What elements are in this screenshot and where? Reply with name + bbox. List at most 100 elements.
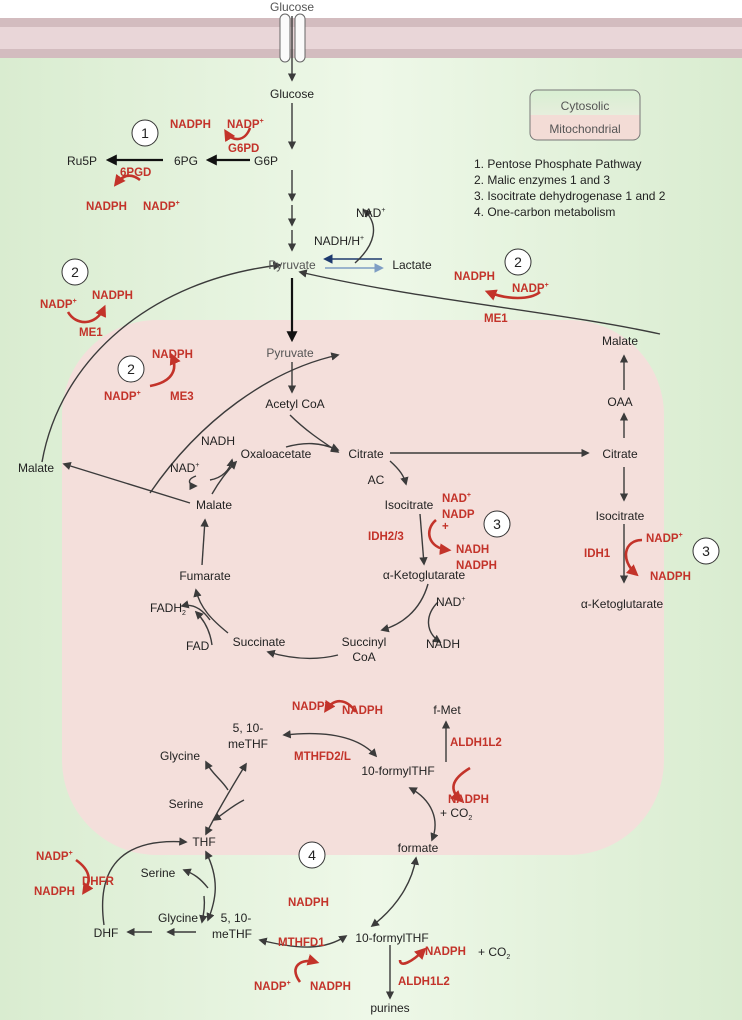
glucose-outside-label: Glucose (270, 0, 314, 14)
svg-text:3: 3 (493, 516, 501, 532)
nadp-me3: NADP+ (104, 390, 141, 403)
nadph-aldh-mito: NADPH (448, 794, 489, 806)
succinyl-coa-label-1: Succinyl (342, 635, 387, 649)
thf-label: THF (192, 835, 215, 849)
methf-cyto-label-1: 5, 10- (221, 911, 252, 925)
mitochondrion (62, 320, 664, 855)
nadph-mthfd1: NADPH (288, 897, 329, 909)
formylthf-cyto-label: 10-formylTHF (355, 931, 428, 945)
ac-label: AC (368, 473, 385, 487)
methf-mito-label-2: meTHF (228, 737, 268, 751)
svg-text:3: 3 (702, 543, 710, 559)
fumarate-label: Fumarate (179, 569, 231, 583)
nadh-h-label: NADH/H+ (314, 234, 364, 248)
mthfd2l-enzyme: MTHFD2/L (294, 751, 351, 763)
glycine-mito-label: Glycine (160, 749, 200, 763)
methf-mito-label-1: 5, 10- (233, 721, 264, 735)
legend-item-3: 3. Isocitrate dehydrogenase 1 and 2 (474, 189, 666, 203)
nadh-akg-label: NADH (426, 637, 460, 651)
citrate-right-label: Citrate (602, 447, 638, 461)
isocitrate-label: Isocitrate (385, 498, 434, 512)
dhfr-enzyme: DHFR (82, 876, 115, 888)
ru5p-label: Ru5P (67, 154, 97, 168)
nad-akg-label: NAD+ (436, 595, 465, 609)
nadph-mthfd1-bottom: NADPH (310, 981, 351, 993)
fad-label: FAD (186, 639, 210, 653)
me1-left-enzyme: ME1 (79, 327, 103, 339)
serine-cyto-label: Serine (141, 866, 176, 880)
methf-cyto-label-2: meTHF (212, 927, 252, 941)
nadp-idh-mito-plus: + (442, 521, 449, 533)
formate-label: formate (398, 841, 439, 855)
nadph-dhfr: NADPH (34, 886, 75, 898)
me3-enzyme: ME3 (170, 391, 194, 403)
legend-box (529, 89, 641, 141)
nadp-me1-left: NADP+ (40, 298, 77, 311)
svg-text:2: 2 (71, 264, 79, 280)
idh23-enzyme: IDH2/3 (368, 531, 404, 543)
pyruvate-label: Pyruvate (268, 258, 316, 272)
malate-right-label: Malate (602, 334, 638, 348)
marker-circle-4: 4 (298, 841, 326, 869)
svg-text:2: 2 (514, 254, 522, 270)
legend-mitochondrial: Mitochondrial (549, 122, 620, 136)
nadph-ppp-bottom: NADPH (86, 201, 127, 213)
6pgd-enzyme: 6PGD (120, 167, 151, 179)
legend-item-2: 2. Malic enzymes 1 and 3 (474, 173, 610, 187)
nad-idh-mito: NAD+ (442, 492, 471, 505)
nadp-idh-mito: NADP (442, 509, 475, 521)
marker-circle-3-mito: 3 (483, 510, 511, 538)
nadph-idh1: NADPH (650, 571, 691, 583)
nadp-mthfd2l: NADP+ (292, 700, 329, 713)
malate-mito-label: Malate (196, 498, 232, 512)
nadh-tca-label: NADH (201, 434, 235, 448)
g6p-label: G6P (254, 154, 278, 168)
nadp-mthfd1: NADP+ (254, 980, 291, 993)
nadph-mthfd2l: NADPH (342, 705, 383, 717)
g6pd-enzyme: G6PD (228, 143, 259, 155)
nadph-me3: NADPH (152, 349, 193, 361)
succinate-label: Succinate (233, 635, 286, 649)
svg-text:2: 2 (127, 361, 135, 377)
me1-right-enzyme: ME1 (484, 313, 508, 325)
glycine-cyto-label: Glycine (158, 911, 198, 925)
lactate-label: Lactate (392, 258, 432, 272)
co2-mito-label: + CO2 (440, 806, 472, 822)
marker-circle-2-left: 2 (61, 258, 89, 286)
aldh1l2-cyto-enzyme: ALDH1L2 (398, 976, 450, 988)
akg-label: α-Ketoglutarate (383, 568, 466, 582)
marker-circle-3-cyto: 3 (692, 537, 720, 565)
marker-circle-2-right: 2 (504, 248, 532, 276)
malate-left-label: Malate (18, 461, 54, 475)
nadph-ppp-top: NADPH (170, 119, 211, 131)
nadph-me1-left: NADPH (92, 290, 133, 302)
nadph-me1-right: NADPH (454, 271, 495, 283)
nadp-me1-right: NADP+ (512, 282, 549, 295)
6pg-label: 6PG (174, 154, 198, 168)
nadp-dhfr: NADP+ (36, 850, 73, 863)
idh1-enzyme: IDH1 (584, 548, 611, 560)
succinyl-coa-label-2: CoA (352, 650, 375, 664)
oxaloacetate-label: Oxaloacetate (241, 447, 312, 461)
nad-tca-label: NAD+ (170, 461, 199, 475)
svg-text:1: 1 (141, 125, 149, 141)
legend-item-1: 1. Pentose Phosphate Pathway (474, 157, 641, 171)
nadp-idh1: NADP+ (646, 532, 683, 545)
aldh1l2-mito-enzyme: ALDH1L2 (450, 737, 502, 749)
formylthf-mito-label: 10-formylTHF (361, 764, 434, 778)
glucose-label: Glucose (270, 87, 314, 101)
f-met-label: f-Met (433, 703, 461, 717)
acetyl-coa-label: Acetyl CoA (265, 397, 324, 411)
serine-mito-label: Serine (169, 797, 204, 811)
nadp-ppp-top: NADP+ (227, 118, 264, 131)
nadph-aldh-cyto: NADPH (425, 946, 466, 958)
legend-item-4: 4. One-carbon metabolism (474, 205, 615, 219)
purines-label: purines (370, 1001, 409, 1015)
marker-circle-1: 1 (131, 119, 159, 147)
nadh-idh-mito: NADH (456, 544, 489, 556)
mthfd1-enzyme: MTHFD1 (278, 937, 325, 949)
isocitrate-right-label: Isocitrate (596, 509, 645, 523)
pyruvate-mito-label: Pyruvate (266, 346, 314, 360)
nadph-idh-mito: NADPH (456, 560, 497, 572)
